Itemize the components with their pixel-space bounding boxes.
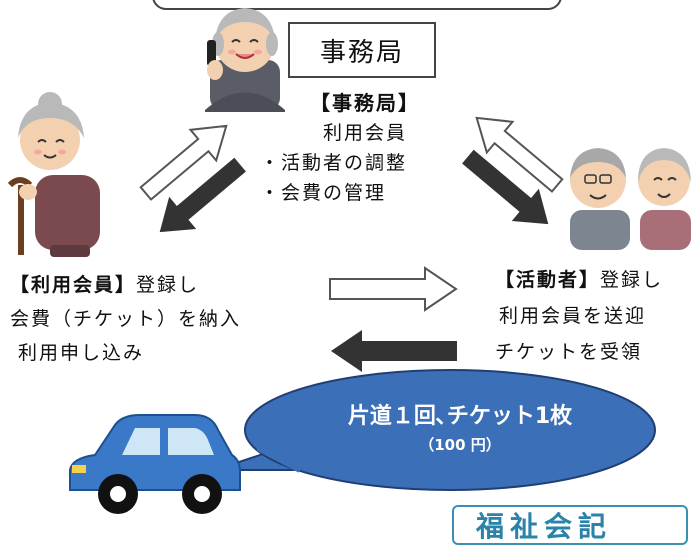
- office-title-box: 事務局: [288, 22, 436, 78]
- organization-logo: 福祉会記: [452, 505, 688, 545]
- activist-line-2: 利用会員を送迎: [499, 305, 647, 327]
- arrow-activist-to-user: [331, 330, 457, 372]
- user-line-1: 登録し: [136, 274, 200, 296]
- activist-line-3: チケットを受領: [495, 341, 643, 363]
- office-line-1: 利用会員: [322, 122, 407, 144]
- office-description: 【事務局】 利用会員 ・活動者の調整 ・会費の管理: [250, 88, 480, 208]
- illustration-layer: [7, 8, 691, 514]
- office-title-label: 事務局: [319, 37, 404, 68]
- arrow-user-to-office: [139, 124, 228, 201]
- car-illustration: [69, 414, 241, 514]
- fare-sub-text: （100 円）: [419, 436, 501, 454]
- fare-bubble-text: 片道１回､チケット1枚 （100 円）: [270, 400, 650, 456]
- office-staff-illustration: [205, 8, 285, 112]
- user-line-2: 会費（チケット）を納入: [10, 308, 242, 330]
- office-heading: 【事務局】: [310, 91, 420, 115]
- activist-line-1: 登録し: [600, 269, 664, 291]
- activists-illustration: [570, 148, 691, 250]
- user-illustration: [7, 92, 100, 257]
- activist-description: 【活動者】登録し 利用会員を送迎 チケットを受領: [495, 262, 691, 370]
- arrow-activist-to-office: [475, 116, 564, 193]
- user-heading: 【利用会員】: [10, 274, 137, 296]
- arrow-office-to-activist: [462, 149, 549, 225]
- arrow-office-to-user: [159, 157, 246, 233]
- fare-main-text: 片道１回､チケット1枚: [347, 404, 573, 429]
- office-line-3: ・会費の管理: [260, 182, 387, 204]
- user-description: 【利用会員】登録し 会費（チケット）を納入 利用申し込み: [10, 268, 310, 370]
- logo-label: 福祉会記: [476, 510, 613, 543]
- activist-heading: 【活動者】: [495, 269, 601, 291]
- user-line-3: 利用申し込み: [18, 342, 145, 364]
- arrow-user-to-activist: [329, 266, 458, 312]
- office-line-2: ・活動者の調整: [260, 152, 408, 174]
